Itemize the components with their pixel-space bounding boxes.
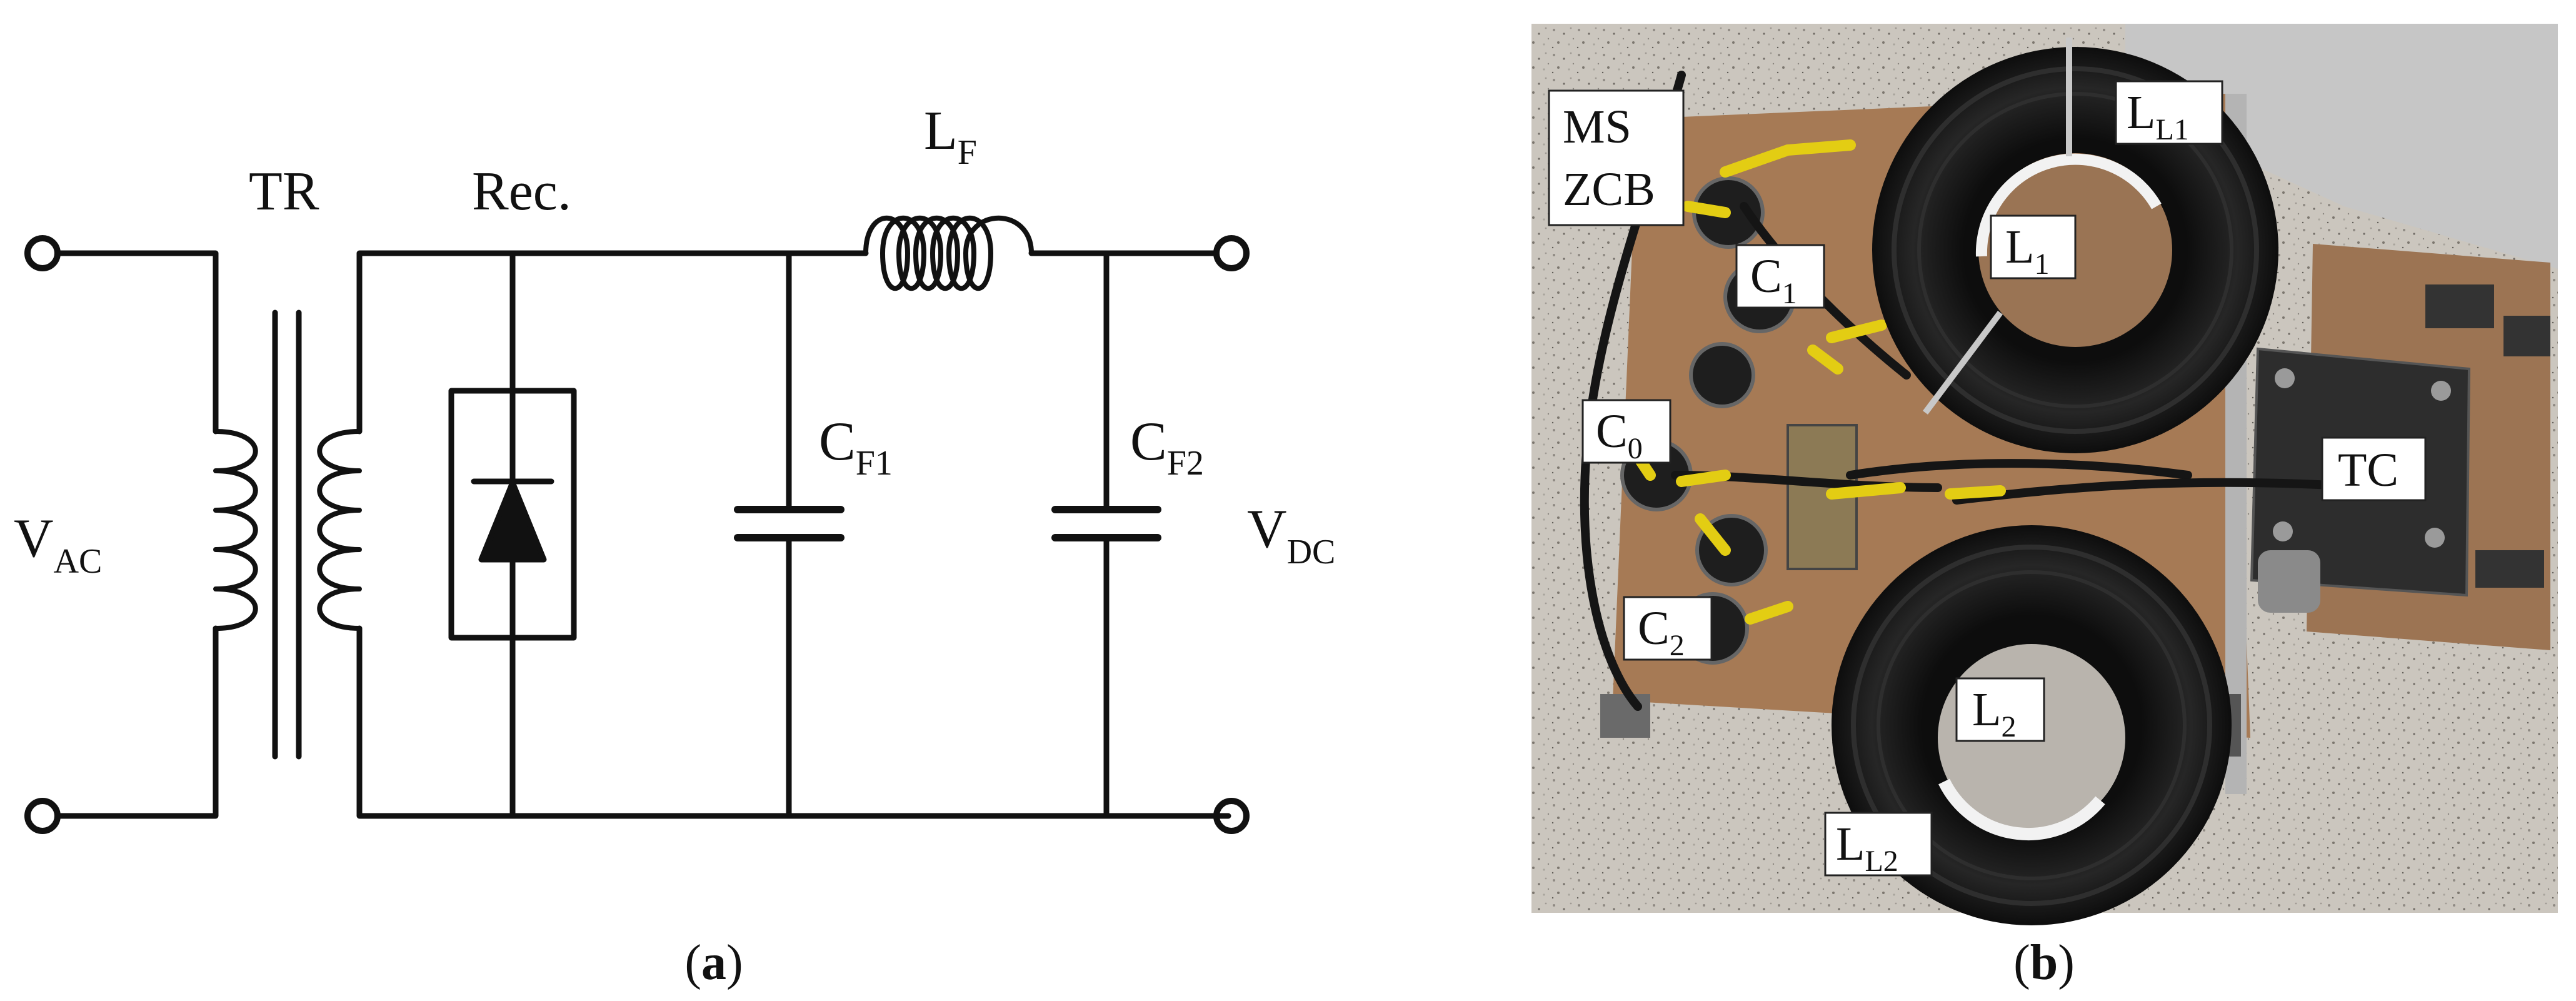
label-tr: TR <box>249 161 319 222</box>
photo-coil-l2-ring <box>1851 545 2212 906</box>
photo-coil-l1-ring <box>1917 92 2233 408</box>
vac-terminal-bottom <box>24 798 61 834</box>
photo-terminal-block <box>2425 284 2494 328</box>
photo-label-tc: TC <box>2321 436 2427 501</box>
photo-coil-l2-hole-rim <box>1938 778 2105 841</box>
svg-text:C2: C2 <box>1638 602 1685 662</box>
filter-inductor-lf <box>863 215 1034 291</box>
diode-triangle <box>478 480 547 563</box>
input-wire-top <box>54 250 219 435</box>
photo-label-l2: L2 <box>1955 677 2045 743</box>
photo-rail-bottom <box>1600 694 1650 738</box>
label-cf1: CF1 <box>819 411 893 483</box>
svg-text:ZCB: ZCB <box>1563 163 1655 216</box>
photo-label-l1: L1 <box>1990 214 2077 281</box>
label-vdc: VDC <box>1247 499 1335 571</box>
photo-tc-bolt <box>2275 368 2295 388</box>
photo-label-ms-zcb: MS ZCB <box>1548 89 1685 226</box>
svg-text:TC: TC <box>2338 444 2398 496</box>
transformer-primary-winding <box>213 429 258 631</box>
photo-terminal-block <box>2503 316 2550 356</box>
svg-text:LL2: LL2 <box>1836 818 1898 878</box>
secondary-wire-bottom <box>356 625 1231 819</box>
vdc-terminal-top <box>1213 235 1250 271</box>
transformer-secondary-winding <box>317 429 362 631</box>
svg-text:L1: L1 <box>2005 221 2049 281</box>
caption-b: (b) <box>2013 935 2075 990</box>
label-cf2: CF2 <box>1130 411 1204 483</box>
svg-text:L2: L2 <box>1972 683 2016 743</box>
photo-coil-l1-hole-rim <box>1975 153 2162 257</box>
vdc-terminal-bottom <box>1213 798 1250 834</box>
photo-yellow-leads <box>1620 139 2006 625</box>
photo-tc-bolt <box>2431 381 2451 401</box>
input-wire-bottom <box>54 625 219 819</box>
svg-text:LL1: LL1 <box>2127 86 2189 146</box>
photo-actuator <box>2258 550 2320 613</box>
photo-coil-l2-ring <box>1877 570 2187 880</box>
circuit-schematic <box>24 215 1250 834</box>
photo-terminal-block <box>2475 550 2544 588</box>
svg-text:C1: C1 <box>1750 250 1797 310</box>
svg-text:MS: MS <box>1563 101 1631 153</box>
secondary-wire-top <box>356 250 869 435</box>
hardware-photo: MS ZCB LL1 L1 C1 C0 TC C2 L2 <box>1531 24 2558 925</box>
caption-a: (a) <box>684 935 743 990</box>
photo-label-c1: C1 <box>1735 244 1825 310</box>
photo-label-ll2: LL2 <box>1824 812 1933 878</box>
photo-label-c0: C0 <box>1581 399 1671 465</box>
photo-wall <box>2125 24 2558 269</box>
svg-text:C0: C0 <box>1596 405 1643 465</box>
photo-label-c2: C2 <box>1623 596 1713 662</box>
photo-cable-tie <box>1923 311 2003 415</box>
photo-coil-l1-ring <box>1892 66 2259 434</box>
label-vac: VAC <box>14 508 102 581</box>
photo-tc-bolt <box>2273 521 2293 541</box>
photo-label-ll1: LL1 <box>2115 80 2223 146</box>
label-rec: Rec. <box>472 161 571 222</box>
photo-tc-bolt <box>2425 528 2445 548</box>
vac-terminal-top <box>24 235 61 271</box>
label-lf: LF <box>924 101 977 172</box>
photo-capacitor <box>1689 342 1755 408</box>
